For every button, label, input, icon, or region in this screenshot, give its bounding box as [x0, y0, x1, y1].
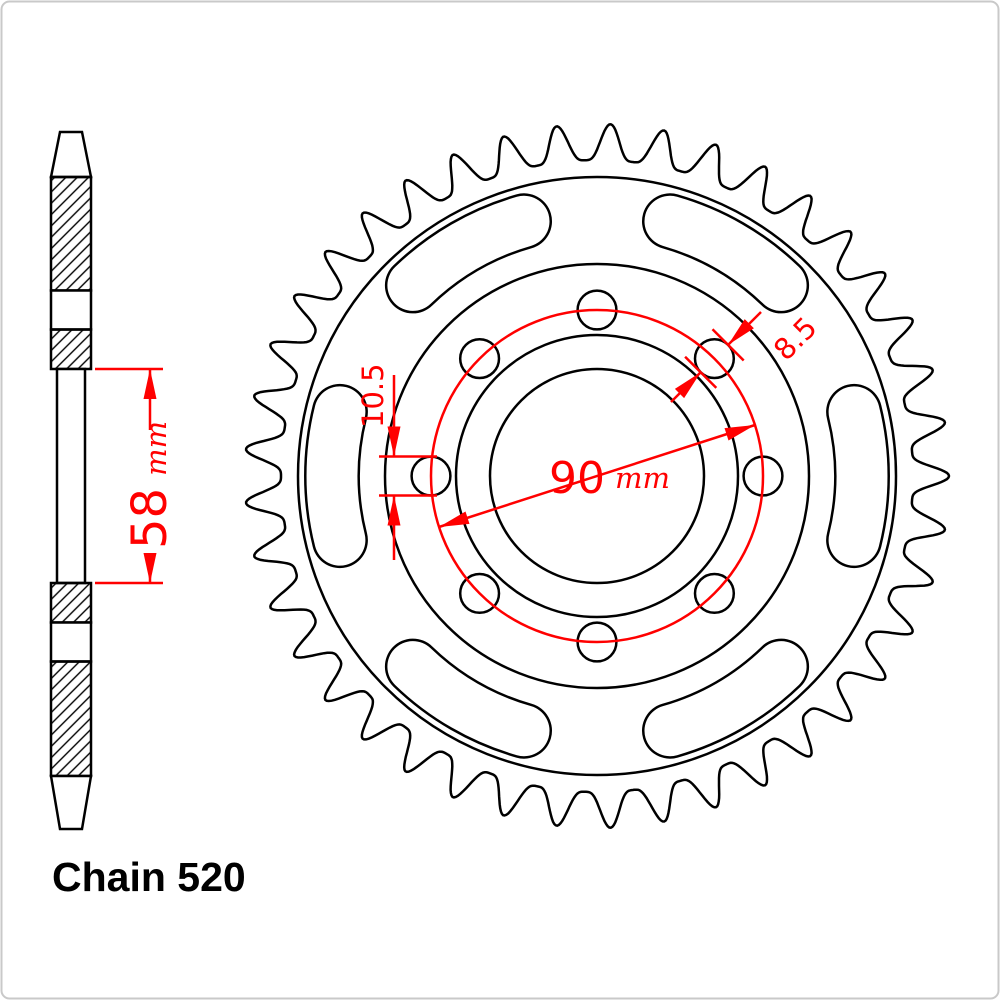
slot — [306, 386, 366, 566]
side-dimensions — [95, 367, 163, 585]
dim-bore-unit: mm — [139, 421, 173, 476]
hub-inner-circle — [454, 333, 740, 619]
dimension-arrow — [728, 319, 754, 345]
side-bore — [55, 367, 87, 585]
side-section-hub-top — [49, 328, 93, 371]
slot — [387, 641, 550, 757]
side-section-rim-bottom — [49, 660, 93, 778]
dim-bolt-circle-value: 90 — [549, 453, 605, 504]
dimension-arrow — [439, 511, 470, 527]
dimension-arrow — [387, 426, 401, 457]
dim-bolt-circle-unit: mm — [615, 461, 670, 495]
side-section-hub-bottom — [49, 581, 93, 624]
dim-bolt-circle-text: 90 mm — [549, 453, 670, 504]
dimension-arrow — [143, 369, 157, 399]
dim-bore-value: 58 — [122, 488, 178, 549]
dim-left-hole-text: 10.5 — [356, 363, 390, 428]
hub-outer-circle — [383, 262, 811, 690]
dimension-arrow — [143, 553, 157, 583]
side-bottom-chamfer — [49, 774, 93, 831]
dimension-arrow — [674, 372, 701, 399]
side-section-rim-top — [49, 175, 93, 292]
slot — [644, 641, 807, 757]
dim-bore-text: 58 mm — [122, 421, 178, 549]
rim-circle — [296, 175, 898, 777]
dimension-arrow — [387, 495, 401, 526]
dimension-line — [438, 423, 756, 529]
side-bolt-hole-top — [49, 289, 93, 331]
side-bolt-hole-bottom — [49, 621, 93, 663]
slot — [387, 195, 550, 311]
slot — [644, 195, 807, 311]
bolt-circle — [429, 308, 765, 644]
dimension-arrow — [724, 425, 755, 441]
bore-circle — [488, 367, 706, 585]
slot — [828, 386, 888, 566]
front-dimensions — [379, 308, 765, 644]
sprocket-side-view — [49, 130, 93, 831]
chain-label: Chain 520 — [52, 854, 246, 900]
